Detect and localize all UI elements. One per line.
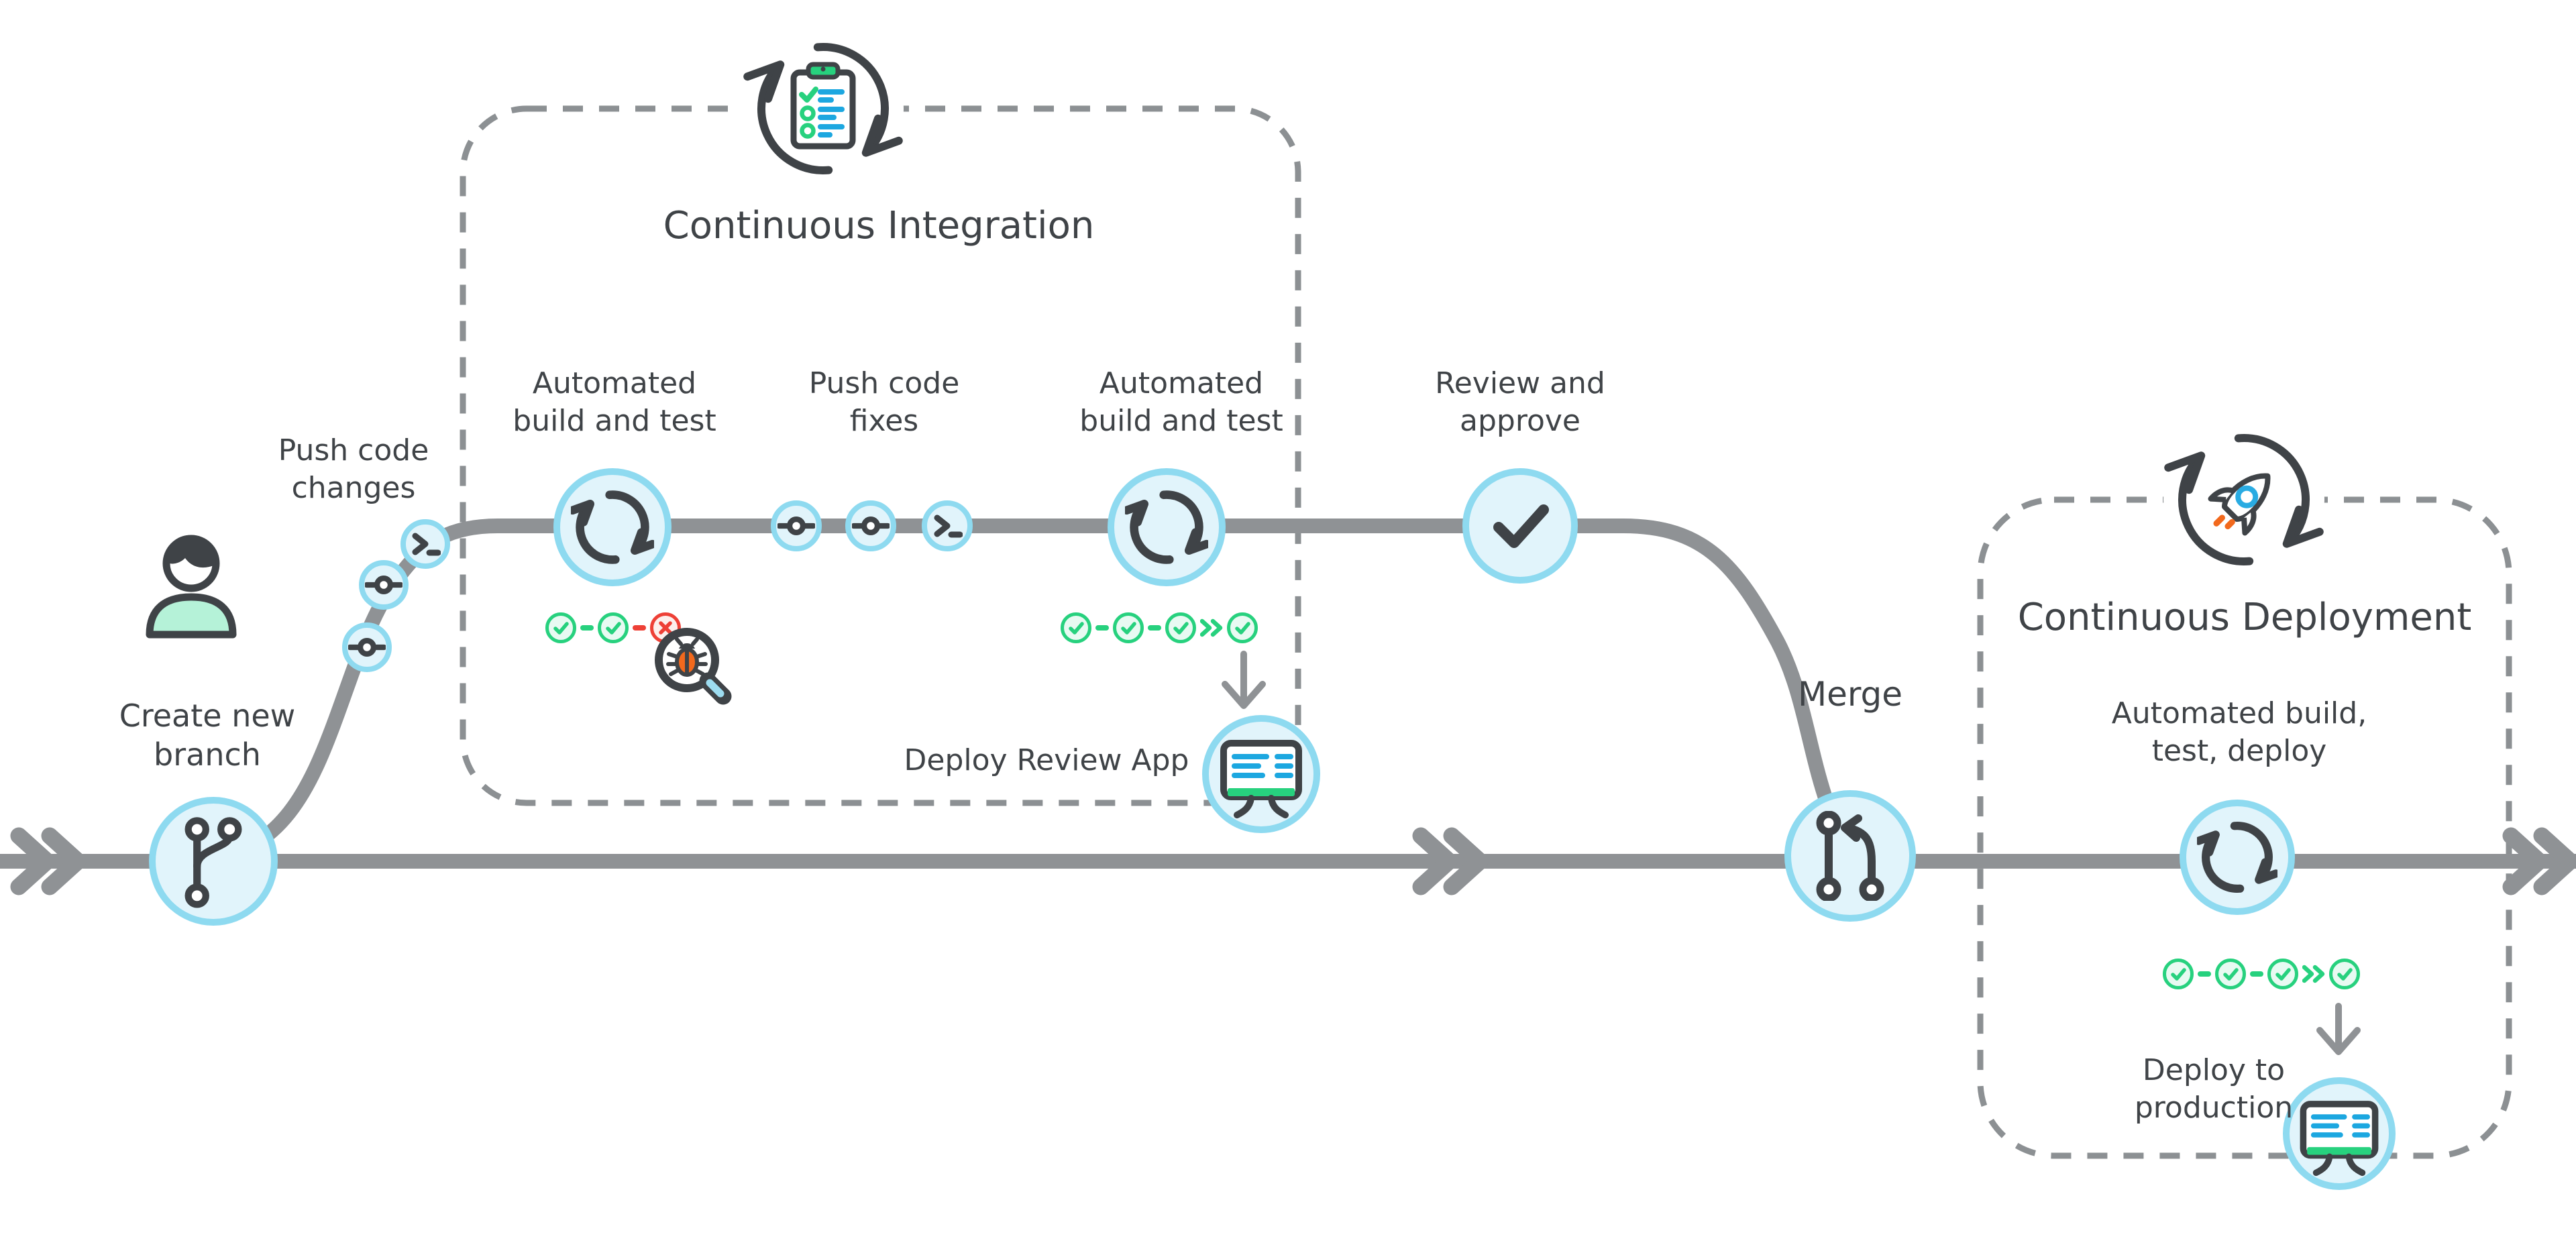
- status-pass-icon: [1061, 612, 1091, 643]
- monitor-icon: [1220, 740, 1302, 818]
- deploy-review-arrow-icon: [1222, 651, 1266, 709]
- chevron-mid-2-icon: [1443, 827, 1489, 895]
- monitor-green-bar: [1228, 788, 1295, 796]
- status-pass-icon: [2329, 959, 2360, 989]
- push-changes-label: Push code changes: [278, 433, 429, 505]
- skip-chevrons-icon: [2302, 965, 2325, 983]
- monitor-screen-lines: [2310, 1114, 2370, 1138]
- monitor-screen-lines: [1232, 754, 1293, 778]
- monitor-legs: [1234, 795, 1289, 818]
- merge-node: [1784, 790, 1916, 922]
- create-branch-label: Create new branch: [119, 698, 296, 773]
- auto-build-test-deploy-node: [2180, 800, 2295, 915]
- cd-pipeline-run: [2163, 959, 2360, 989]
- pipeline-connector-failed: [633, 625, 646, 631]
- terminal-icon: [934, 514, 963, 538]
- chevron-left-1-icon: [10, 827, 56, 895]
- status-pass-icon: [1113, 612, 1144, 643]
- clipboard-icon: [790, 62, 856, 150]
- person-icon: [146, 535, 237, 639]
- feature-branch-line: [194, 519, 1858, 869]
- loop-arrows-icon: [743, 43, 903, 174]
- commit-node: [771, 500, 822, 551]
- monitor-legs: [2312, 1153, 2366, 1177]
- commit-node: [845, 500, 896, 551]
- magnifier-handle: [706, 679, 724, 698]
- auto-build-test-node: [1108, 468, 1226, 586]
- create-branch-node: [149, 797, 278, 926]
- status-pass-icon: [545, 612, 576, 643]
- rocket-flames-icon: [2213, 514, 2235, 530]
- deploy-review-app-node: [1202, 715, 1320, 833]
- auto-build-test-1-label: Automated build and test: [513, 366, 716, 438]
- person-hair: [166, 535, 216, 568]
- person-body: [146, 593, 237, 639]
- terminal-icon: [412, 533, 441, 556]
- skip-chevrons-icon: [1200, 618, 1223, 637]
- pipeline-connector: [1095, 625, 1109, 631]
- git-commit-icon: [348, 638, 386, 657]
- commit-node: [342, 622, 392, 672]
- bug-magnifier-icon: [655, 628, 732, 705]
- status-pass-icon: [598, 612, 629, 643]
- ci-title: Continuous Integration: [663, 204, 1095, 248]
- flow-chevrons: [10, 827, 2576, 895]
- checklist-bullet-icon: [800, 105, 816, 121]
- git-commit-icon: [852, 516, 890, 535]
- auto-build-test-2-label: Automated build and test: [1079, 366, 1283, 438]
- deploy-production-node: [2283, 1077, 2396, 1190]
- checklist-check-icon: [799, 87, 818, 103]
- monitor-green-bar: [2307, 1147, 2371, 1155]
- status-pass-icon: [1227, 612, 1258, 643]
- review-approve-node: [1462, 468, 1578, 584]
- git-commit-icon: [365, 576, 402, 594]
- cd-title: Continuous Deployment: [2017, 596, 2472, 639]
- loop-arrows-icon: [2164, 434, 2324, 565]
- checklist-lines-icon: [818, 89, 845, 138]
- pipeline-connector: [1148, 625, 1161, 631]
- deploy-production-label: Deploy to production: [2134, 1053, 2294, 1125]
- auto-build-test-node: [553, 468, 672, 586]
- deploy-review-app-label: Deploy Review App: [904, 743, 1189, 777]
- checklist-bullet-icon: [800, 123, 816, 139]
- clipboard-checklist-loop-icon: [743, 43, 903, 174]
- checkmark-icon: [1493, 504, 1549, 548]
- rocket-icon: [2208, 473, 2271, 536]
- rocket-window-icon: [2235, 485, 2259, 508]
- status-pass-icon: [2163, 959, 2194, 989]
- pipeline-connector: [2250, 971, 2263, 977]
- git-branch-icon: [184, 817, 242, 908]
- chevron-right-1-icon: [2502, 827, 2548, 895]
- status-pass-icon: [2267, 959, 2298, 989]
- terminal-node: [400, 519, 450, 569]
- chevron-right-2-icon: [2533, 827, 2576, 895]
- push-fixes-label: Push code fixes: [808, 366, 960, 438]
- auto-build-test-deploy-label: Automated build, test, deploy: [2111, 696, 2367, 768]
- status-pass-icon: [1165, 612, 1196, 643]
- deploy-production-arrow-icon: [2316, 1003, 2361, 1055]
- pipeline-connector: [2198, 971, 2211, 977]
- commit-node: [359, 560, 409, 610]
- terminal-node: [922, 500, 973, 551]
- ci-dashed-box: [460, 105, 1301, 806]
- pipeline-connector: [580, 625, 594, 631]
- refresh-loop-icon: [1125, 490, 1208, 564]
- bug-icon: [666, 637, 708, 677]
- chevron-mid-1-icon: [1412, 827, 1458, 895]
- monitor-icon: [2300, 1101, 2379, 1177]
- rocket-loop-icon: [2164, 434, 2324, 565]
- refresh-loop-icon: [2197, 822, 2277, 893]
- chevron-left-2-icon: [41, 827, 87, 895]
- refresh-loop-icon: [571, 490, 654, 564]
- ci-pipeline-second-run: [1061, 612, 1258, 643]
- status-pass-icon: [2215, 959, 2246, 989]
- git-merge-icon: [1816, 811, 1884, 901]
- merge-label: Merge: [1797, 675, 1903, 714]
- git-commit-icon: [777, 516, 815, 535]
- review-approve-label: Review and approve: [1435, 366, 1605, 438]
